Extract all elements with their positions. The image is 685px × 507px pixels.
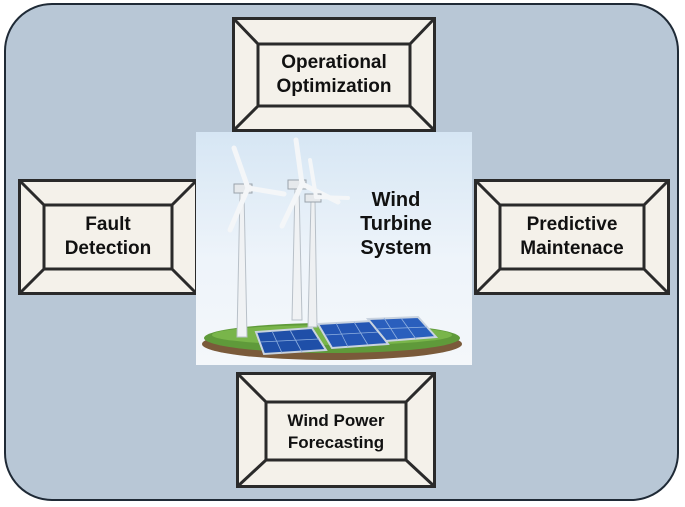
solar-panel-icon bbox=[365, 315, 439, 343]
label-line: Detection bbox=[64, 238, 152, 259]
operational-optimization-box: Operational Optimization bbox=[232, 17, 436, 132]
center-title-line: Wind bbox=[371, 189, 421, 211]
predictive-maintenance-label: Predictive Maintenace bbox=[474, 179, 670, 295]
turbine-icon bbox=[304, 158, 350, 328]
wind-turbine-system-image: Wind Turbine System bbox=[196, 132, 472, 365]
box-frame-right bbox=[474, 179, 670, 295]
label-line: Maintenace bbox=[520, 238, 624, 259]
solar-panel-icon bbox=[254, 326, 328, 356]
operational-optimization-label: Operational Optimization bbox=[232, 17, 436, 132]
label-line: Forecasting bbox=[287, 432, 385, 452]
center-title-line: System bbox=[360, 237, 432, 259]
center-title-line: Turbine bbox=[360, 213, 432, 235]
label-line: Predictive bbox=[526, 214, 618, 236]
wind-turbine-illustration bbox=[202, 137, 462, 360]
fault-detection-box: Fault Detection bbox=[18, 179, 198, 295]
solar-panel-icon bbox=[316, 319, 390, 350]
label-line: Operational bbox=[281, 51, 387, 73]
turbine-icon bbox=[227, 145, 287, 338]
box-frame-left bbox=[18, 179, 198, 295]
turbine-icon bbox=[279, 137, 341, 321]
box-frame-top bbox=[232, 17, 436, 132]
label-line: Optimization bbox=[276, 75, 392, 97]
wind-power-forecasting-box: Wind Power Forecasting bbox=[236, 372, 436, 488]
center-title: Wind Turbine System bbox=[336, 188, 456, 260]
label-line: Wind Power bbox=[287, 411, 385, 431]
wind-power-forecasting-label: Wind Power Forecasting bbox=[236, 372, 436, 488]
fault-detection-label: Fault Detection bbox=[18, 179, 198, 295]
box-frame-bottom bbox=[236, 372, 436, 488]
label-line: Fault bbox=[85, 214, 131, 236]
predictive-maintenance-box: Predictive Maintenace bbox=[474, 179, 670, 295]
